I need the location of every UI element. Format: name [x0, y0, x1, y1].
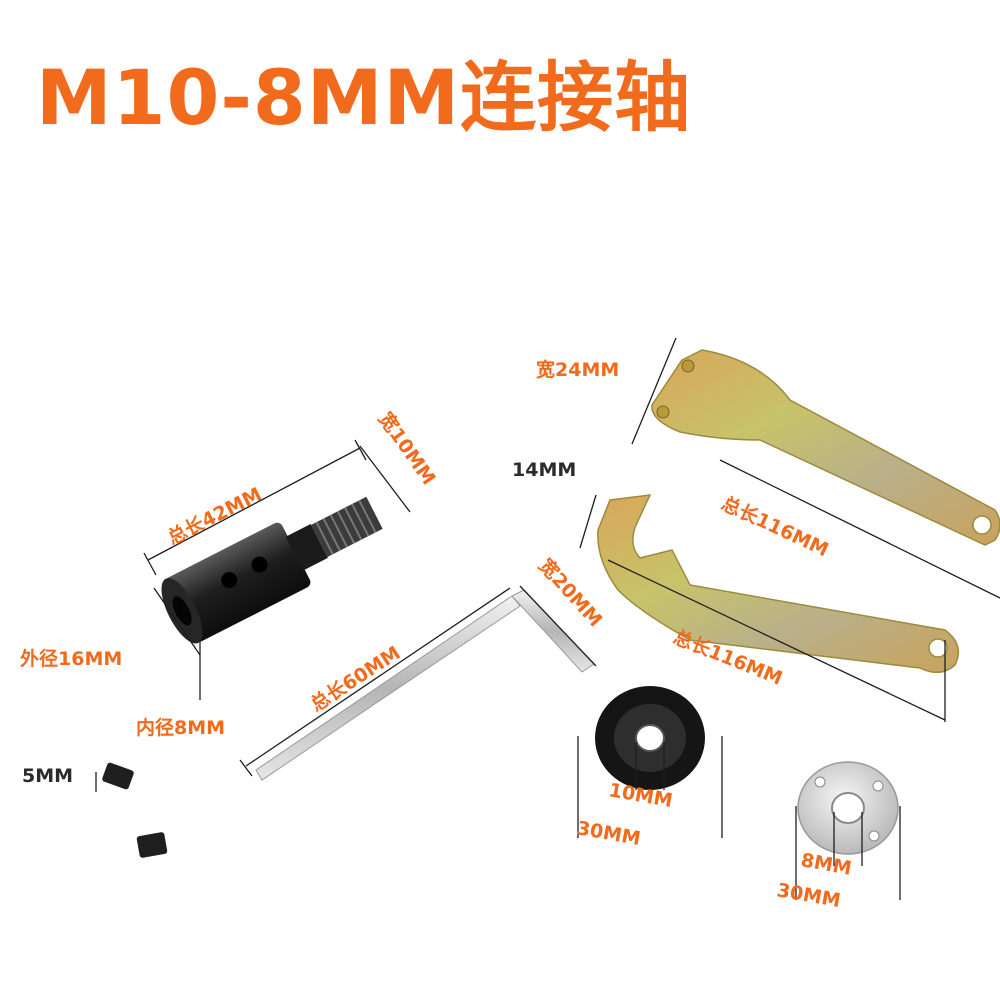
product-title: M10-8MM连接轴: [36, 53, 692, 142]
silver-nut-outer-label: 30MM: [775, 879, 842, 912]
coupling-shaft: [161, 496, 383, 644]
inner-diameter-label: 内径8MM: [136, 716, 225, 739]
pin-wrench-width-label: 宽24MM: [536, 358, 619, 381]
black-flange-outer-label: 30MM: [575, 817, 642, 850]
black-flange: [595, 686, 705, 790]
pin-wrench-length-label: 总长116MM: [718, 492, 832, 562]
open-wrench-jaw-label: 14MM: [512, 459, 576, 481]
hex-key: [255, 589, 595, 781]
set-screw-1: [102, 762, 134, 790]
open-wrench: [597, 494, 960, 674]
dimension-lines: [95, 337, 1000, 900]
outer-diameter-label: 外径16MM: [20, 647, 122, 670]
screw-size-label: 5MM: [22, 765, 73, 787]
pin-wrench: [651, 349, 1000, 546]
set-screw-2: [136, 832, 168, 858]
silver-lock-nut: [797, 761, 899, 855]
